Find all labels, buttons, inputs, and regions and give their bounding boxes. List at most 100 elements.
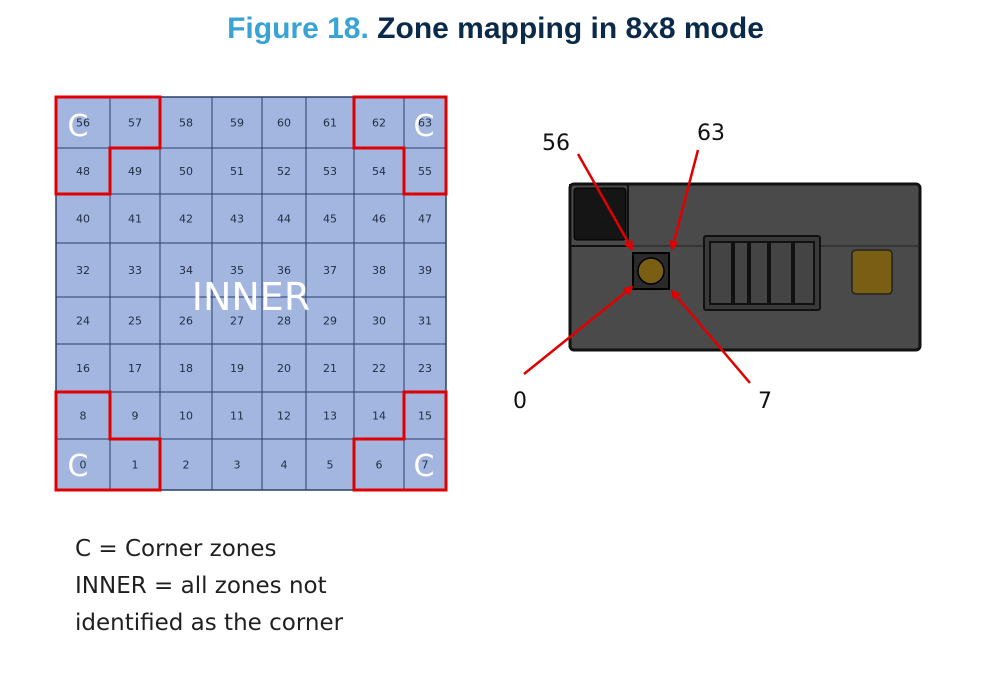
zone-cell-18 — [159, 343, 213, 393]
zone-number-17: 17 — [128, 362, 142, 375]
arrow-63 — [669, 149, 700, 251]
zone-cell-24 — [55, 296, 111, 345]
zone-number-31: 31 — [418, 315, 432, 328]
corner-label-bottom-left: C — [68, 449, 89, 484]
zone-cell-28 — [261, 296, 307, 345]
zone-cell-35 — [211, 242, 263, 298]
zone-cell-3 — [211, 438, 263, 491]
zone-cell-23 — [403, 343, 447, 393]
zone-number-2: 2 — [183, 459, 190, 472]
zone-cell-27 — [211, 296, 263, 345]
pointer-label-56: 56 — [542, 131, 570, 156]
zone-number-26: 26 — [179, 315, 193, 328]
zone-number-62: 62 — [372, 117, 386, 130]
zone-cell-41 — [109, 193, 161, 244]
arrow-7 — [670, 289, 751, 384]
zone-number-36: 36 — [277, 264, 291, 277]
zone-cell-21 — [305, 343, 355, 393]
zone-number-1: 1 — [132, 459, 139, 472]
legend: C = Corner zones INNER = all zones not i… — [75, 531, 343, 642]
inner-label: INNER — [192, 275, 310, 319]
corner-outline-top-left — [54, 95, 162, 196]
zone-number-7: 7 — [422, 459, 429, 472]
zone-cell-33 — [109, 242, 161, 298]
zone-number-63: 63 — [418, 117, 432, 130]
zone-cell-45 — [305, 193, 355, 244]
zone-cell-55 — [403, 147, 447, 195]
zone-number-39: 39 — [418, 264, 432, 277]
zone-number-60: 60 — [277, 117, 291, 130]
pointer-label-63: 63 — [697, 121, 725, 146]
zone-cell-25 — [109, 296, 161, 345]
zone-number-54: 54 — [372, 165, 386, 178]
zone-cell-29 — [305, 296, 355, 345]
zone-number-5: 5 — [327, 459, 334, 472]
zone-number-43: 43 — [230, 213, 244, 226]
corner-label-bottom-right: C — [414, 449, 435, 484]
legend-line-inner: INNER = all zones not — [75, 573, 327, 599]
zone-number-4: 4 — [281, 459, 288, 472]
zone-number-8: 8 — [80, 410, 87, 423]
zone-number-44: 44 — [277, 213, 291, 226]
zone-cell-14 — [353, 391, 405, 440]
zone-number-10: 10 — [179, 410, 193, 423]
figure-number: Figure 18. — [227, 12, 369, 45]
zone-cell-52 — [261, 147, 307, 195]
sensor-connector-slot-1 — [709, 241, 733, 305]
sensor-lens — [637, 257, 665, 285]
zone-number-50: 50 — [179, 165, 193, 178]
zone-number-40: 40 — [76, 213, 90, 226]
sensor-connector-slot-5 — [793, 241, 815, 305]
zone-number-57: 57 — [128, 117, 142, 130]
zone-number-37: 37 — [323, 264, 337, 277]
zone-number-12: 12 — [277, 410, 291, 423]
sensor-emitter-window — [573, 187, 627, 241]
zone-number-20: 20 — [277, 362, 291, 375]
pointer-arrows — [523, 149, 751, 384]
zone-number-38: 38 — [372, 264, 386, 277]
zone-number-25: 25 — [128, 315, 142, 328]
zone-cell-11 — [211, 391, 263, 440]
zone-number-49: 49 — [128, 165, 142, 178]
zone-number-55: 55 — [418, 165, 432, 178]
zone-number-13: 13 — [323, 410, 337, 423]
corner-outline-top-right — [352, 95, 448, 196]
zone-cell-19 — [211, 343, 263, 393]
zone-number-46: 46 — [372, 213, 386, 226]
zone-number-0: 0 — [80, 459, 87, 472]
zone-number-42: 42 — [179, 213, 193, 226]
legend-line-inner-cont: identified as the corner — [75, 610, 344, 636]
zone-cell-61 — [305, 96, 355, 149]
legend-line-corner: C = Corner zones — [75, 536, 277, 562]
zone-cell-32 — [55, 242, 111, 298]
zone-number-16: 16 — [76, 362, 90, 375]
zone-cell-1 — [109, 438, 161, 491]
corner-outline-bottom-right — [352, 390, 448, 492]
sensor-connector-slot-4 — [769, 241, 793, 305]
zone-number-23: 23 — [418, 362, 432, 375]
zone-number-35: 35 — [230, 264, 244, 277]
zone-number-9: 9 — [132, 410, 139, 423]
zone-cell-44 — [261, 193, 307, 244]
arrow-56 — [576, 153, 634, 251]
zone-number-53: 53 — [323, 165, 337, 178]
zone-number-14: 14 — [372, 410, 386, 423]
zone-cell-57 — [109, 96, 161, 149]
corner-label-top-right: C — [414, 109, 435, 144]
zone-cell-40 — [55, 193, 111, 244]
zone-number-52: 52 — [277, 165, 291, 178]
zone-number-34: 34 — [179, 264, 193, 277]
zone-number-33: 33 — [128, 264, 142, 277]
zone-cell-30 — [353, 296, 405, 345]
zone-number-41: 41 — [128, 213, 142, 226]
zone-number-61: 61 — [323, 117, 337, 130]
figure-title: Figure 18. Zone mapping in 8x8 mode — [0, 12, 991, 46]
zone-number-18: 18 — [179, 362, 193, 375]
figure-caption: Zone mapping in 8x8 mode — [377, 12, 764, 45]
zone-number-45: 45 — [323, 213, 337, 226]
zone-cell-22 — [353, 343, 405, 393]
pointer-label-7: 7 — [758, 389, 772, 414]
zone-number-28: 28 — [277, 315, 291, 328]
